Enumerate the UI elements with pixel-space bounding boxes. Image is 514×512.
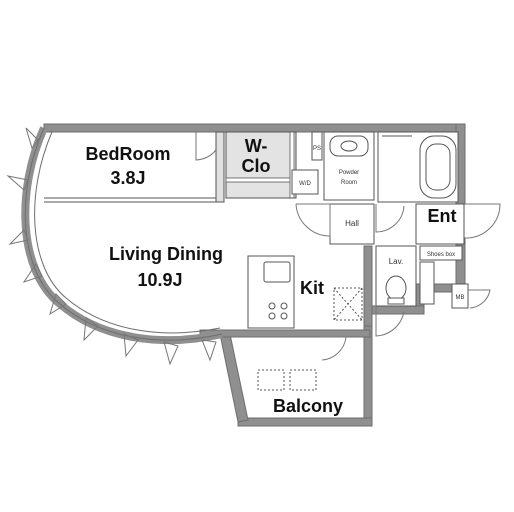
hall: [329, 203, 375, 245]
bedroom-door[interactable]: [195, 132, 217, 161]
bedroom-partition: [44, 131, 225, 203]
wd-label: W/D: [299, 181, 311, 187]
outdoor-unit-2: [289, 369, 317, 391]
bedroom-label: BedRoom: [86, 144, 171, 164]
hall-label: Hall: [345, 219, 359, 228]
fridge: [333, 287, 363, 321]
shoes-label: Shoes box: [427, 252, 455, 258]
entrance: [415, 203, 465, 245]
entrance-door[interactable]: [464, 203, 501, 239]
powder-label-2: Room: [341, 180, 357, 186]
lav-label: Lav.: [389, 257, 404, 266]
washer-dryer: [291, 169, 319, 195]
meter-box: [451, 283, 469, 309]
mb-label: MB: [456, 295, 465, 301]
kit-label: Kit: [300, 278, 324, 298]
bedroom-size: 3.8J: [110, 168, 145, 188]
ps-label: PS: [313, 146, 321, 152]
window-fins: [6, 127, 217, 366]
outer-walls: [43, 123, 466, 427]
pipe-space: [311, 131, 323, 161]
ent-label: Ent: [428, 206, 457, 226]
powder-label-1: Powder: [339, 170, 359, 176]
living-size: 10.9J: [137, 270, 182, 290]
balcony-label: Balcony: [273, 396, 343, 416]
outdoor-unit-1: [257, 369, 285, 391]
wclo-label-1: W-: [245, 136, 268, 156]
living-label: Living Dining: [109, 244, 223, 264]
wclo-label-2: Clo: [242, 156, 271, 176]
walk-in-closet: [225, 131, 297, 199]
balcony-door[interactable]: [320, 336, 347, 361]
shoe-closet: [419, 261, 435, 305]
